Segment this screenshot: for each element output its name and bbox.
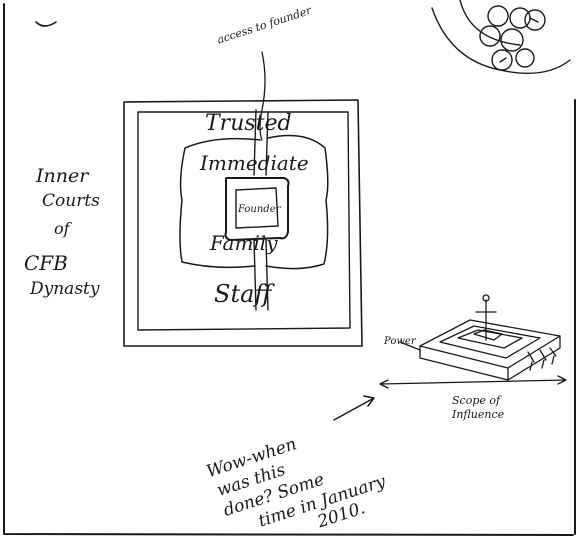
outer-court-frame — [124, 100, 362, 346]
side-title-line-1: Inner — [35, 165, 90, 187]
side-title: Inner Courts of CFB Dynasty — [24, 165, 100, 299]
court-label-family: Family — [209, 231, 278, 255]
access-note-text: access to founder — [215, 4, 313, 47]
corner-mark — [36, 22, 56, 26]
court-label-founder: Founder — [237, 204, 282, 215]
side-title-line-3: of — [54, 219, 73, 238]
side-title-line-5: Dynasty — [29, 279, 100, 299]
pointer-arrow — [334, 396, 374, 420]
pyramid-x-axis — [380, 376, 566, 388]
date-note: Wow-when was this done? Some time in Jan… — [204, 412, 394, 537]
pyramid-y-label: Power — [383, 336, 417, 347]
pyramid-x-label-line-1: Scope of — [452, 394, 502, 407]
pyramid-diagram — [400, 295, 560, 380]
pyramid-x-label-line-2: Influence — [451, 408, 505, 421]
side-title-line-4: CFB — [24, 251, 68, 275]
court-label-immediate: Immediate — [199, 151, 309, 175]
court-label-staff: Staff — [214, 280, 275, 308]
side-title-line-2: Courts — [42, 191, 100, 211]
court-label-trusted: Trusted — [205, 111, 292, 136]
bubble-cluster — [432, 0, 570, 73]
